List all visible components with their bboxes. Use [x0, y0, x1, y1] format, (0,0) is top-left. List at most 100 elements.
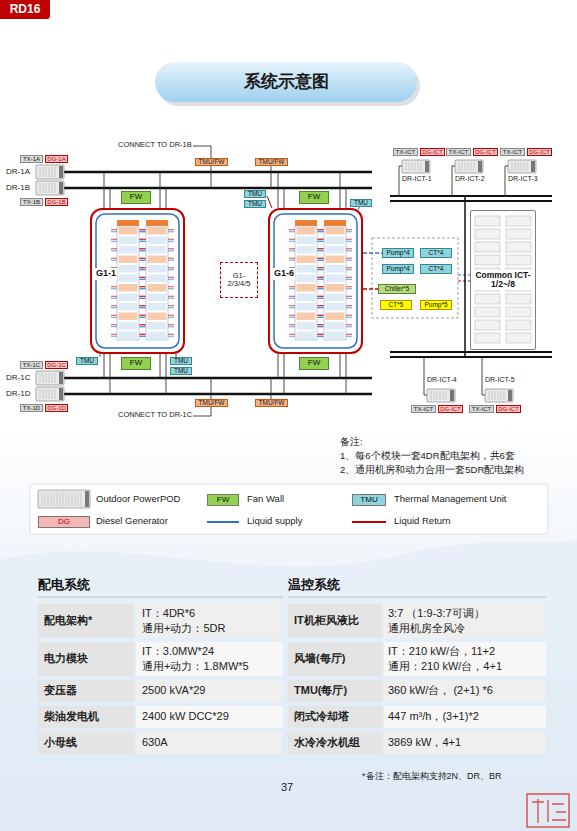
pipe-stub: [346, 229, 352, 230]
table-cell-text: 2400 kW DCC*29: [142, 710, 229, 723]
pipe-stub: [111, 296, 117, 297]
feeder: [399, 166, 400, 196]
rack-cell: [148, 322, 167, 330]
pipe-stub: [111, 286, 117, 287]
ict-room: Common ICT-1/2~/8: [470, 210, 536, 350]
powerpod-fin: [49, 373, 50, 383]
transformer-box: TX-1B: [20, 198, 43, 206]
pipe-stub: [346, 239, 352, 240]
pipe-stub: [168, 315, 174, 316]
node-text: TX-1B: [23, 199, 40, 206]
pipe-stub: [139, 239, 145, 240]
connect-note: CONNECT TO DR-1B: [118, 141, 192, 150]
powerpod-fin: [78, 492, 79, 506]
pipe-stub: [111, 231, 117, 232]
node-text: Pump*5: [424, 301, 447, 308]
rack-cell: [326, 256, 345, 264]
pipe-stub: [168, 241, 174, 242]
pipe-stub: [289, 296, 295, 297]
table-cell-text: 447 m³/h，(3+1)*2: [388, 710, 479, 723]
feeder: [424, 395, 427, 396]
pipe-stub: [139, 336, 145, 337]
ict-rack: [506, 307, 531, 317]
pipe-stub: [346, 305, 352, 306]
transformer-box: TX-ICT: [411, 405, 436, 413]
powerpod-fin: [57, 492, 58, 506]
powerpod-fin: [42, 492, 43, 506]
table-cell: [288, 706, 382, 728]
rack-cell: [119, 313, 138, 321]
powerpod-fin: [468, 162, 469, 171]
table-cell-text: 通用+动力：1.8MW*5: [142, 660, 249, 673]
legend-text: Liquid Return: [394, 516, 451, 527]
node-text: TMU/FW: [259, 399, 285, 406]
busbar: [390, 356, 552, 358]
powerpod-body: [38, 490, 90, 508]
rack-cell: [326, 275, 345, 283]
powerpod-fin: [46, 389, 47, 399]
pipe-stub: [346, 241, 352, 242]
pipe-stub: [140, 305, 146, 306]
powerpod-end: [508, 390, 512, 401]
feeder: [271, 378, 272, 399]
footnote: *备注：配电架构支持2N、DR、BR: [362, 771, 502, 781]
table-cell-text: 630A: [142, 736, 168, 749]
pipe-stub: [318, 324, 324, 325]
pipe-stub: [317, 277, 323, 278]
powerpod-fin: [52, 389, 53, 399]
pipe-stub: [140, 260, 146, 261]
powerpod-fin: [524, 162, 525, 171]
node-text: Pump*4: [386, 249, 409, 256]
pipe-stub: [289, 334, 295, 335]
powerpod-fin: [43, 389, 44, 399]
powerpod-fin: [72, 492, 73, 506]
node-text: TMU: [174, 357, 188, 364]
pipe-stub: [140, 239, 146, 240]
feeder: [346, 354, 347, 394]
rack-cell: [119, 256, 138, 264]
pipe-stub: [318, 258, 324, 259]
liquid-loop: [274, 214, 357, 348]
diesel-generator-box: DG-ICT: [496, 405, 521, 413]
transformer-box: TX-ICT: [446, 148, 471, 156]
pipe-stub: [111, 298, 117, 299]
feeder: [211, 378, 212, 399]
powerpod-fin: [40, 183, 41, 193]
pipe-stub: [140, 315, 146, 316]
ict-rack: [506, 320, 531, 330]
feeder: [160, 172, 161, 208]
cooling-box: Pump*5: [420, 300, 452, 310]
node-text: G1- 2/3/4/5: [223, 272, 255, 289]
pipe-stub: [111, 241, 117, 242]
pipe-stub: [289, 260, 295, 261]
powerpod-fin: [45, 492, 46, 506]
rack-cell: [297, 275, 316, 283]
legend-text: Fan Wall: [247, 494, 284, 505]
fan-wall-box: FW: [121, 191, 151, 204]
table-cell-text: 3:7 （1:9-3:7可调）: [388, 607, 485, 620]
transformer-box: TX-1A: [20, 155, 43, 163]
rack-cell: [119, 294, 138, 302]
node-text: DG-ICT: [475, 149, 496, 156]
pipe-stub: [139, 269, 145, 270]
feeder: [505, 166, 508, 167]
powerpod-fin: [52, 167, 53, 177]
rack-cell: [119, 322, 138, 330]
busbar: [390, 351, 552, 353]
powerpod-fin: [60, 492, 61, 506]
pipe-stub: [111, 326, 117, 327]
powerpod-fin: [55, 167, 56, 177]
diesel-generator-box: DG-1B: [45, 198, 68, 206]
feeder: [110, 188, 111, 208]
pipe-stub: [289, 239, 295, 240]
pipe-stub: [318, 298, 324, 299]
feeder: [284, 354, 285, 394]
pipe-stub: [140, 307, 146, 308]
pipe-stub: [317, 269, 323, 270]
pipe-stub: [111, 315, 117, 316]
pipe-stub: [140, 267, 146, 268]
hall-group-box: G1- 2/3/4/5: [220, 262, 258, 298]
pipe-stub: [346, 334, 352, 335]
table-cell-text: 2500 kVA*29: [142, 684, 205, 697]
pipe-stub: [168, 317, 174, 318]
